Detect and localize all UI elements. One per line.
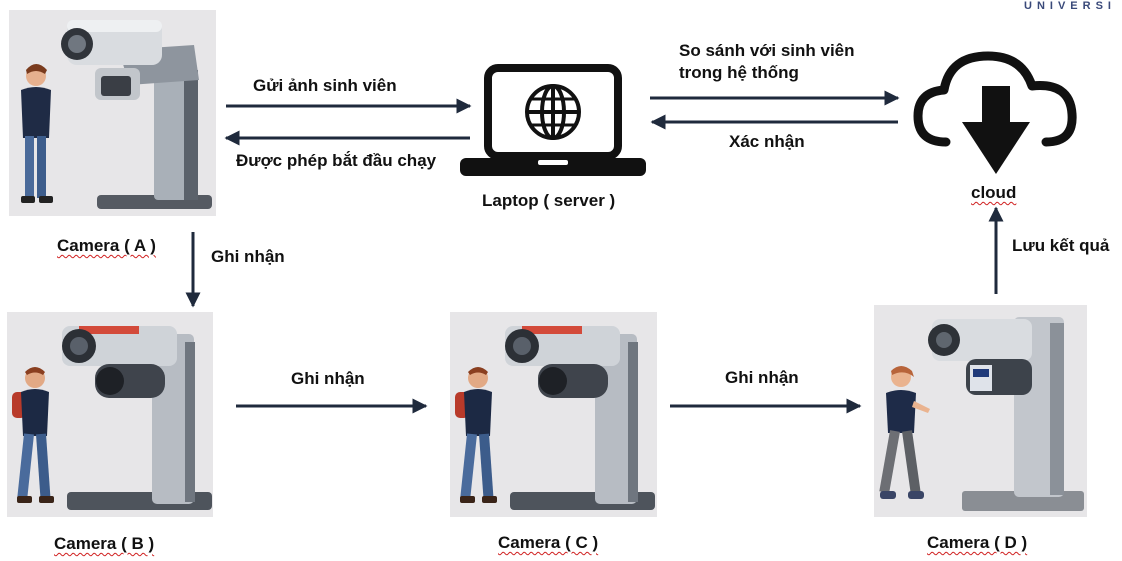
person-icon xyxy=(21,64,53,203)
node-label-cloud: cloud xyxy=(971,183,1017,202)
edge-label-save-result: Lưu kết quả xyxy=(1012,236,1110,255)
brand-text: UNIVERSI xyxy=(1024,0,1116,12)
edge-label-confirm: Xác nhận xyxy=(729,132,805,151)
camera-icon xyxy=(928,317,1084,511)
camera-icon xyxy=(62,326,212,510)
person-icon xyxy=(455,367,497,503)
edge-label-a-to-laptop: Gửi ảnh sinh viên xyxy=(253,76,397,95)
edge-label-c-to-d: Ghi nhận xyxy=(725,368,799,387)
node-label-camera-d: Camera ( D ) xyxy=(927,533,1028,552)
edge-label-compare-line2: trong hệ thống xyxy=(679,63,799,82)
laptop-icon xyxy=(458,62,648,180)
edge-label-b-to-c: Ghi nhận xyxy=(291,369,365,388)
person-icon xyxy=(879,366,930,499)
globe-icon xyxy=(525,84,581,140)
camera-icon xyxy=(505,326,655,510)
camera-icon xyxy=(61,20,212,209)
camera-a-image xyxy=(9,10,216,216)
camera-c-image xyxy=(450,312,657,517)
camera-d-image xyxy=(874,305,1087,517)
cloud-download-icon xyxy=(906,42,1086,182)
node-label-camera-c: Camera ( C ) xyxy=(498,533,599,552)
node-label-laptop: Laptop ( server ) xyxy=(482,191,616,210)
edge-label-compare-line1: So sánh với sinh viên xyxy=(679,41,855,60)
node-label-camera-b: Camera ( B ) xyxy=(54,534,155,553)
node-label-camera-a: Camera ( A ) xyxy=(57,236,156,255)
edge-label-laptop-to-a: Được phép bắt đầu chạy xyxy=(236,151,437,170)
edge-label-a-to-b: Ghi nhận xyxy=(211,247,285,266)
person-icon xyxy=(12,367,54,503)
camera-b-image xyxy=(7,312,213,517)
